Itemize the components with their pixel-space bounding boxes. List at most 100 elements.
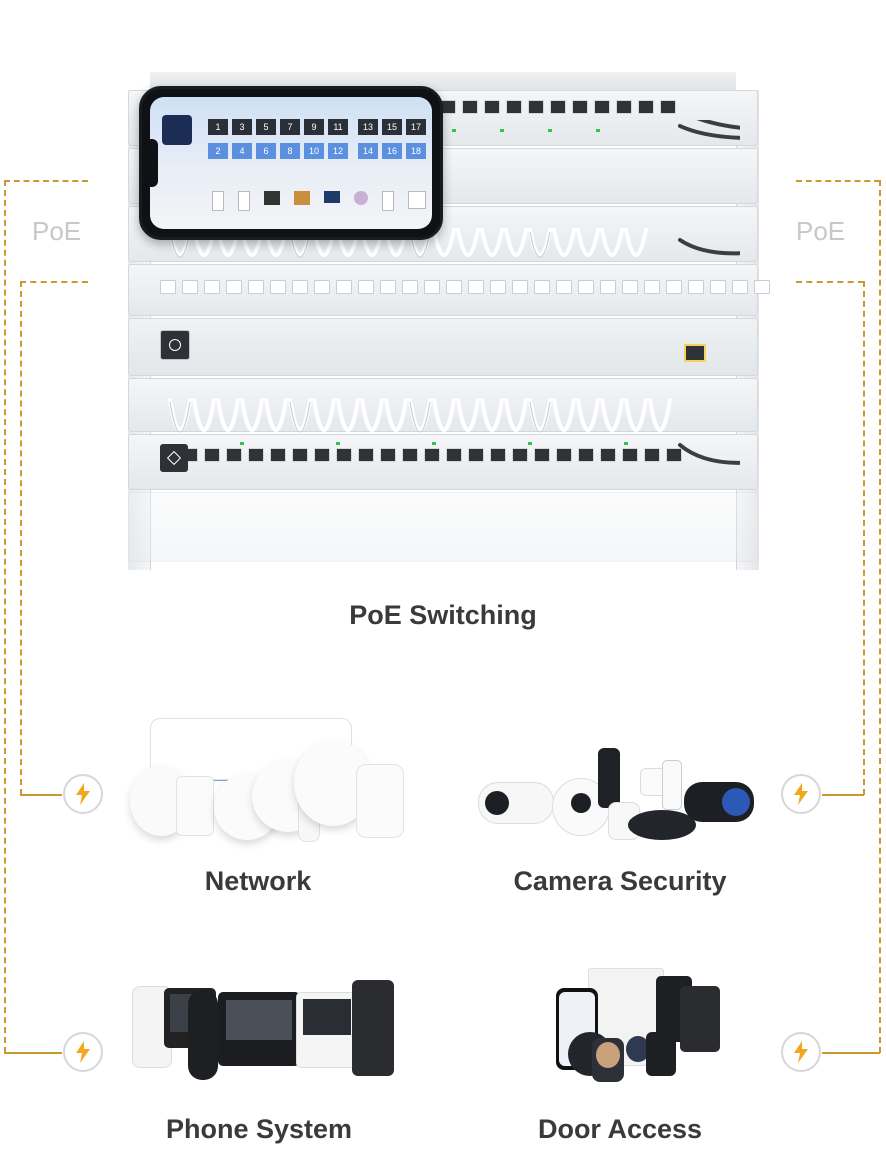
device-icon[interactable]: [354, 191, 368, 205]
bullet-camera: [478, 782, 554, 824]
poe-bolt-icon: [63, 1032, 103, 1072]
device-icon[interactable]: [382, 191, 394, 211]
port-row-2: [160, 280, 770, 294]
port: [556, 448, 572, 462]
phone-device-icons: [212, 191, 432, 211]
port: [666, 280, 682, 294]
wall-ap-device: [176, 776, 214, 836]
port: [226, 448, 242, 462]
status-led: [336, 442, 340, 445]
access-card: [646, 1032, 676, 1076]
port: [380, 280, 396, 294]
right-inner-wire-bottom: [822, 794, 864, 796]
lightning-icon: [794, 1041, 808, 1063]
phone-port-4[interactable]: 4: [232, 143, 252, 159]
phone-port-2[interactable]: 2: [208, 143, 228, 159]
white-phone: [296, 992, 358, 1068]
fisheye-camera: [628, 810, 696, 840]
port: [446, 448, 462, 462]
camera-security-label: Camera Security: [513, 866, 727, 896]
left-inner-wire-vertical: [20, 281, 22, 795]
phone-system-image: [128, 976, 398, 1086]
device-icon[interactable]: [294, 191, 310, 205]
port: [622, 448, 638, 462]
device-icon[interactable]: [408, 191, 426, 209]
touch-phone: [218, 992, 300, 1066]
port: [402, 448, 418, 462]
status-led: [240, 442, 244, 445]
network-devices-image: [128, 716, 410, 846]
phone-overlay: 1 3 5 7 9 11 13 15 17 2 4 6 8 10 12 14 1…: [139, 86, 443, 240]
phone-port-8[interactable]: 8: [280, 143, 300, 159]
door-access-image: [552, 966, 722, 1086]
port: [314, 448, 330, 462]
port: [528, 100, 544, 114]
phone-port-18[interactable]: 18: [406, 143, 426, 159]
port: [644, 448, 660, 462]
port: [594, 100, 610, 114]
phone-port-12[interactable]: 12: [328, 143, 348, 159]
device-icon[interactable]: [324, 191, 340, 203]
right-outer-wire-vertical: [879, 180, 881, 1053]
port: [358, 448, 374, 462]
port: [248, 448, 264, 462]
status-led: [528, 442, 532, 445]
phone-port-16[interactable]: 16: [382, 143, 402, 159]
port: [600, 448, 616, 462]
port: [622, 280, 638, 294]
port: [600, 280, 616, 294]
port: [226, 280, 242, 294]
port: [754, 280, 770, 294]
port: [160, 280, 176, 294]
gateway-display: [160, 330, 190, 360]
port: [666, 448, 682, 462]
phone-port-5[interactable]: 5: [256, 119, 276, 135]
wall-ap-device: [356, 764, 404, 838]
port: [572, 100, 588, 114]
phone-port-1[interactable]: 1: [208, 119, 228, 135]
switch-display: [160, 444, 188, 472]
device-icon[interactable]: [212, 191, 224, 211]
lightning-icon: [794, 783, 808, 805]
port: [512, 280, 528, 294]
right-inner-wire-top: [796, 281, 864, 283]
port: [506, 100, 522, 114]
phone-port-9[interactable]: 9: [304, 119, 324, 135]
port: [484, 100, 500, 114]
phone-port-11[interactable]: 11: [328, 119, 348, 135]
phone-notch: [150, 139, 158, 187]
phone-port-6[interactable]: 6: [256, 143, 276, 159]
door-access-label: Door Access: [537, 1114, 703, 1144]
device-icon[interactable]: [238, 191, 250, 211]
conference-phone: [352, 980, 394, 1076]
poe-switching-label: PoE Switching: [349, 600, 537, 630]
left-outer-wire-top: [4, 180, 88, 182]
port: [402, 280, 418, 294]
phone-port-17[interactable]: 17: [406, 119, 426, 135]
phone-port-7[interactable]: 7: [280, 119, 300, 135]
phone-screen: 1 3 5 7 9 11 13 15 17 2 4 6 8 10 12 14 1…: [150, 97, 432, 229]
phone-top-ports: 1 3 5 7 9 11 13 15 17: [208, 119, 426, 135]
port: [550, 100, 566, 114]
port: [446, 280, 462, 294]
handset: [188, 990, 218, 1080]
port: [490, 448, 506, 462]
port: [358, 280, 374, 294]
camera-devices-image: [478, 748, 754, 844]
doorbell-camera: [662, 760, 682, 810]
device-icon[interactable]: [264, 191, 280, 205]
port: [424, 280, 440, 294]
port-row-3: [160, 448, 682, 462]
port: [468, 448, 484, 462]
right-outer-wire-bottom: [822, 1052, 880, 1054]
phone-port-14[interactable]: 14: [358, 143, 378, 159]
phone-port-3[interactable]: 3: [232, 119, 252, 135]
port: [732, 280, 748, 294]
sfp-port: [684, 344, 706, 362]
status-led: [500, 129, 504, 132]
port: [556, 280, 572, 294]
phone-port-10[interactable]: 10: [304, 143, 324, 159]
reader: [680, 986, 720, 1052]
phone-port-13[interactable]: 13: [358, 119, 378, 135]
phone-port-15[interactable]: 15: [382, 119, 402, 135]
